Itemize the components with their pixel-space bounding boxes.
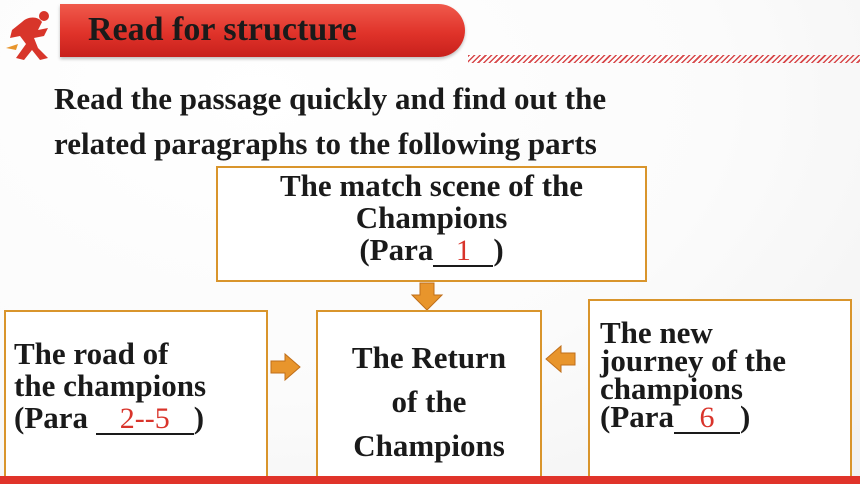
- bottom-accent-bar: [0, 476, 860, 484]
- road-answer: 2--5: [119, 402, 170, 435]
- arrow-left-icon: [545, 344, 576, 374]
- runner-logo-icon: [6, 11, 49, 60]
- instruction-text: Read the passage quickly and find out th…: [54, 76, 814, 166]
- return-line-3: Champions: [353, 428, 505, 463]
- section-title: Read for structure: [88, 11, 357, 48]
- match-scene-box: The match scene of the Champions (Para 1): [216, 166, 647, 282]
- road-para-suffix: ): [193, 400, 205, 435]
- journey-para-suffix: ): [740, 399, 751, 434]
- journey-line-1: The new: [600, 315, 713, 350]
- journey-answer: 6: [699, 401, 715, 434]
- journey-line-2: journey of the: [600, 343, 786, 378]
- journey-line-3: champions: [600, 371, 743, 406]
- arrow-right-icon: [270, 352, 301, 382]
- journey-answer-blank: 6: [674, 401, 741, 434]
- match-scene-para-suffix: ): [493, 232, 504, 267]
- match-scene-line-2: Champions: [355, 200, 508, 235]
- match-scene-answer-blank: 1: [433, 234, 494, 267]
- road-answer-blank: 2--5: [95, 402, 194, 435]
- new-journey-box: The new journey of the champions (Para 6): [588, 299, 852, 479]
- return-of-champions-box: The Return of the Champions: [316, 310, 542, 482]
- journey-para-prefix: (Para: [600, 399, 675, 434]
- instruction-line-2: related paragraphs to the following part…: [54, 126, 597, 161]
- decorative-hatch-line: [468, 55, 860, 63]
- road-line-2: the champions: [14, 368, 207, 403]
- road-para: (Para 2--5): [14, 402, 266, 435]
- match-scene-answer: 1: [455, 234, 471, 267]
- instruction-line-1: Read the passage quickly and find out th…: [54, 81, 607, 116]
- section-title-banner: Read for structure: [60, 4, 465, 57]
- journey-para: (Para 6): [600, 401, 850, 434]
- road-of-champions-box: The road of the champions (Para 2--5): [4, 310, 268, 480]
- match-scene-para: (Para 1): [218, 234, 645, 267]
- match-scene-line-1: The match scene of the: [279, 168, 584, 203]
- arrow-down-icon: [410, 282, 444, 311]
- road-line-1: The road of: [14, 336, 169, 371]
- return-line-1: The Return: [351, 340, 507, 375]
- return-line-2: of the: [391, 384, 467, 419]
- match-scene-para-prefix: (Para: [359, 232, 434, 267]
- road-para-prefix: (Para: [14, 400, 96, 435]
